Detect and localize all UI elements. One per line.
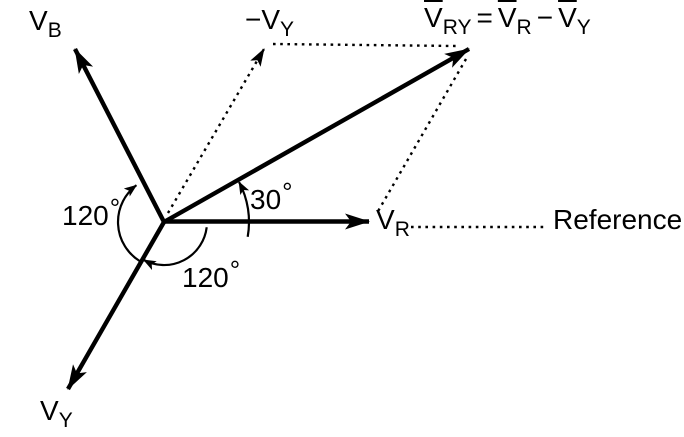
equation-term2: V — [558, 2, 577, 33]
angle-120-left-label: 120° — [62, 195, 120, 231]
vy-label-main: V — [40, 395, 59, 426]
equation-minus-sign: − — [536, 2, 554, 33]
vy-label: VY — [40, 395, 73, 432]
parallelogram-right-dotted-line — [375, 58, 468, 214]
vb-vector-line — [73, 47, 166, 224]
reference-label-text: Reference — [553, 204, 683, 235]
angle-arc-30 — [238, 181, 251, 237]
angle-120-bottom-label: 120° — [182, 257, 240, 293]
equation-lhs: V — [424, 2, 443, 33]
neg-vy-vector-line — [166, 48, 266, 214]
equation-term2-sub: Y — [576, 16, 591, 39]
vb-label-sub: B — [47, 19, 62, 42]
neg-vy-label-main: −V — [245, 4, 281, 35]
reference-label: Reference — [553, 206, 682, 234]
vry-equation-label: VRY=VR−VY — [424, 2, 591, 39]
angle-120-left-value: 120 — [62, 200, 109, 231]
neg-vy-label-sub: Y — [280, 18, 295, 41]
vb-label-main: V — [29, 5, 48, 36]
angle-30-label: 30° — [250, 179, 293, 215]
degree-symbol: ° — [109, 193, 121, 223]
degree-symbol: ° — [229, 255, 241, 285]
equation-term1-sub: R — [516, 16, 532, 39]
angle-arc-120-bottom — [142, 227, 208, 271]
vr-label-sub: R — [394, 218, 410, 241]
vy-label-sub: Y — [58, 409, 73, 432]
vry-resultant-vector-line — [162, 47, 471, 224]
vr-label-main: V — [376, 204, 395, 235]
angle-30-value: 30 — [250, 184, 282, 215]
parallelogram-top-dotted-line — [272, 42, 457, 48]
angle-120-bottom-value: 120 — [182, 262, 229, 293]
angle-arc-120-left — [116, 184, 141, 262]
equation-lhs-sub: RY — [442, 16, 472, 39]
equation-equals-sign: = — [476, 2, 493, 33]
vb-label: VB — [29, 5, 62, 42]
degree-symbol: ° — [282, 177, 293, 207]
neg-vy-label: −VY — [245, 4, 294, 41]
vy-vector-line — [66, 220, 166, 391]
equation-term1: V — [497, 2, 517, 33]
vr-label: VR — [376, 204, 410, 241]
